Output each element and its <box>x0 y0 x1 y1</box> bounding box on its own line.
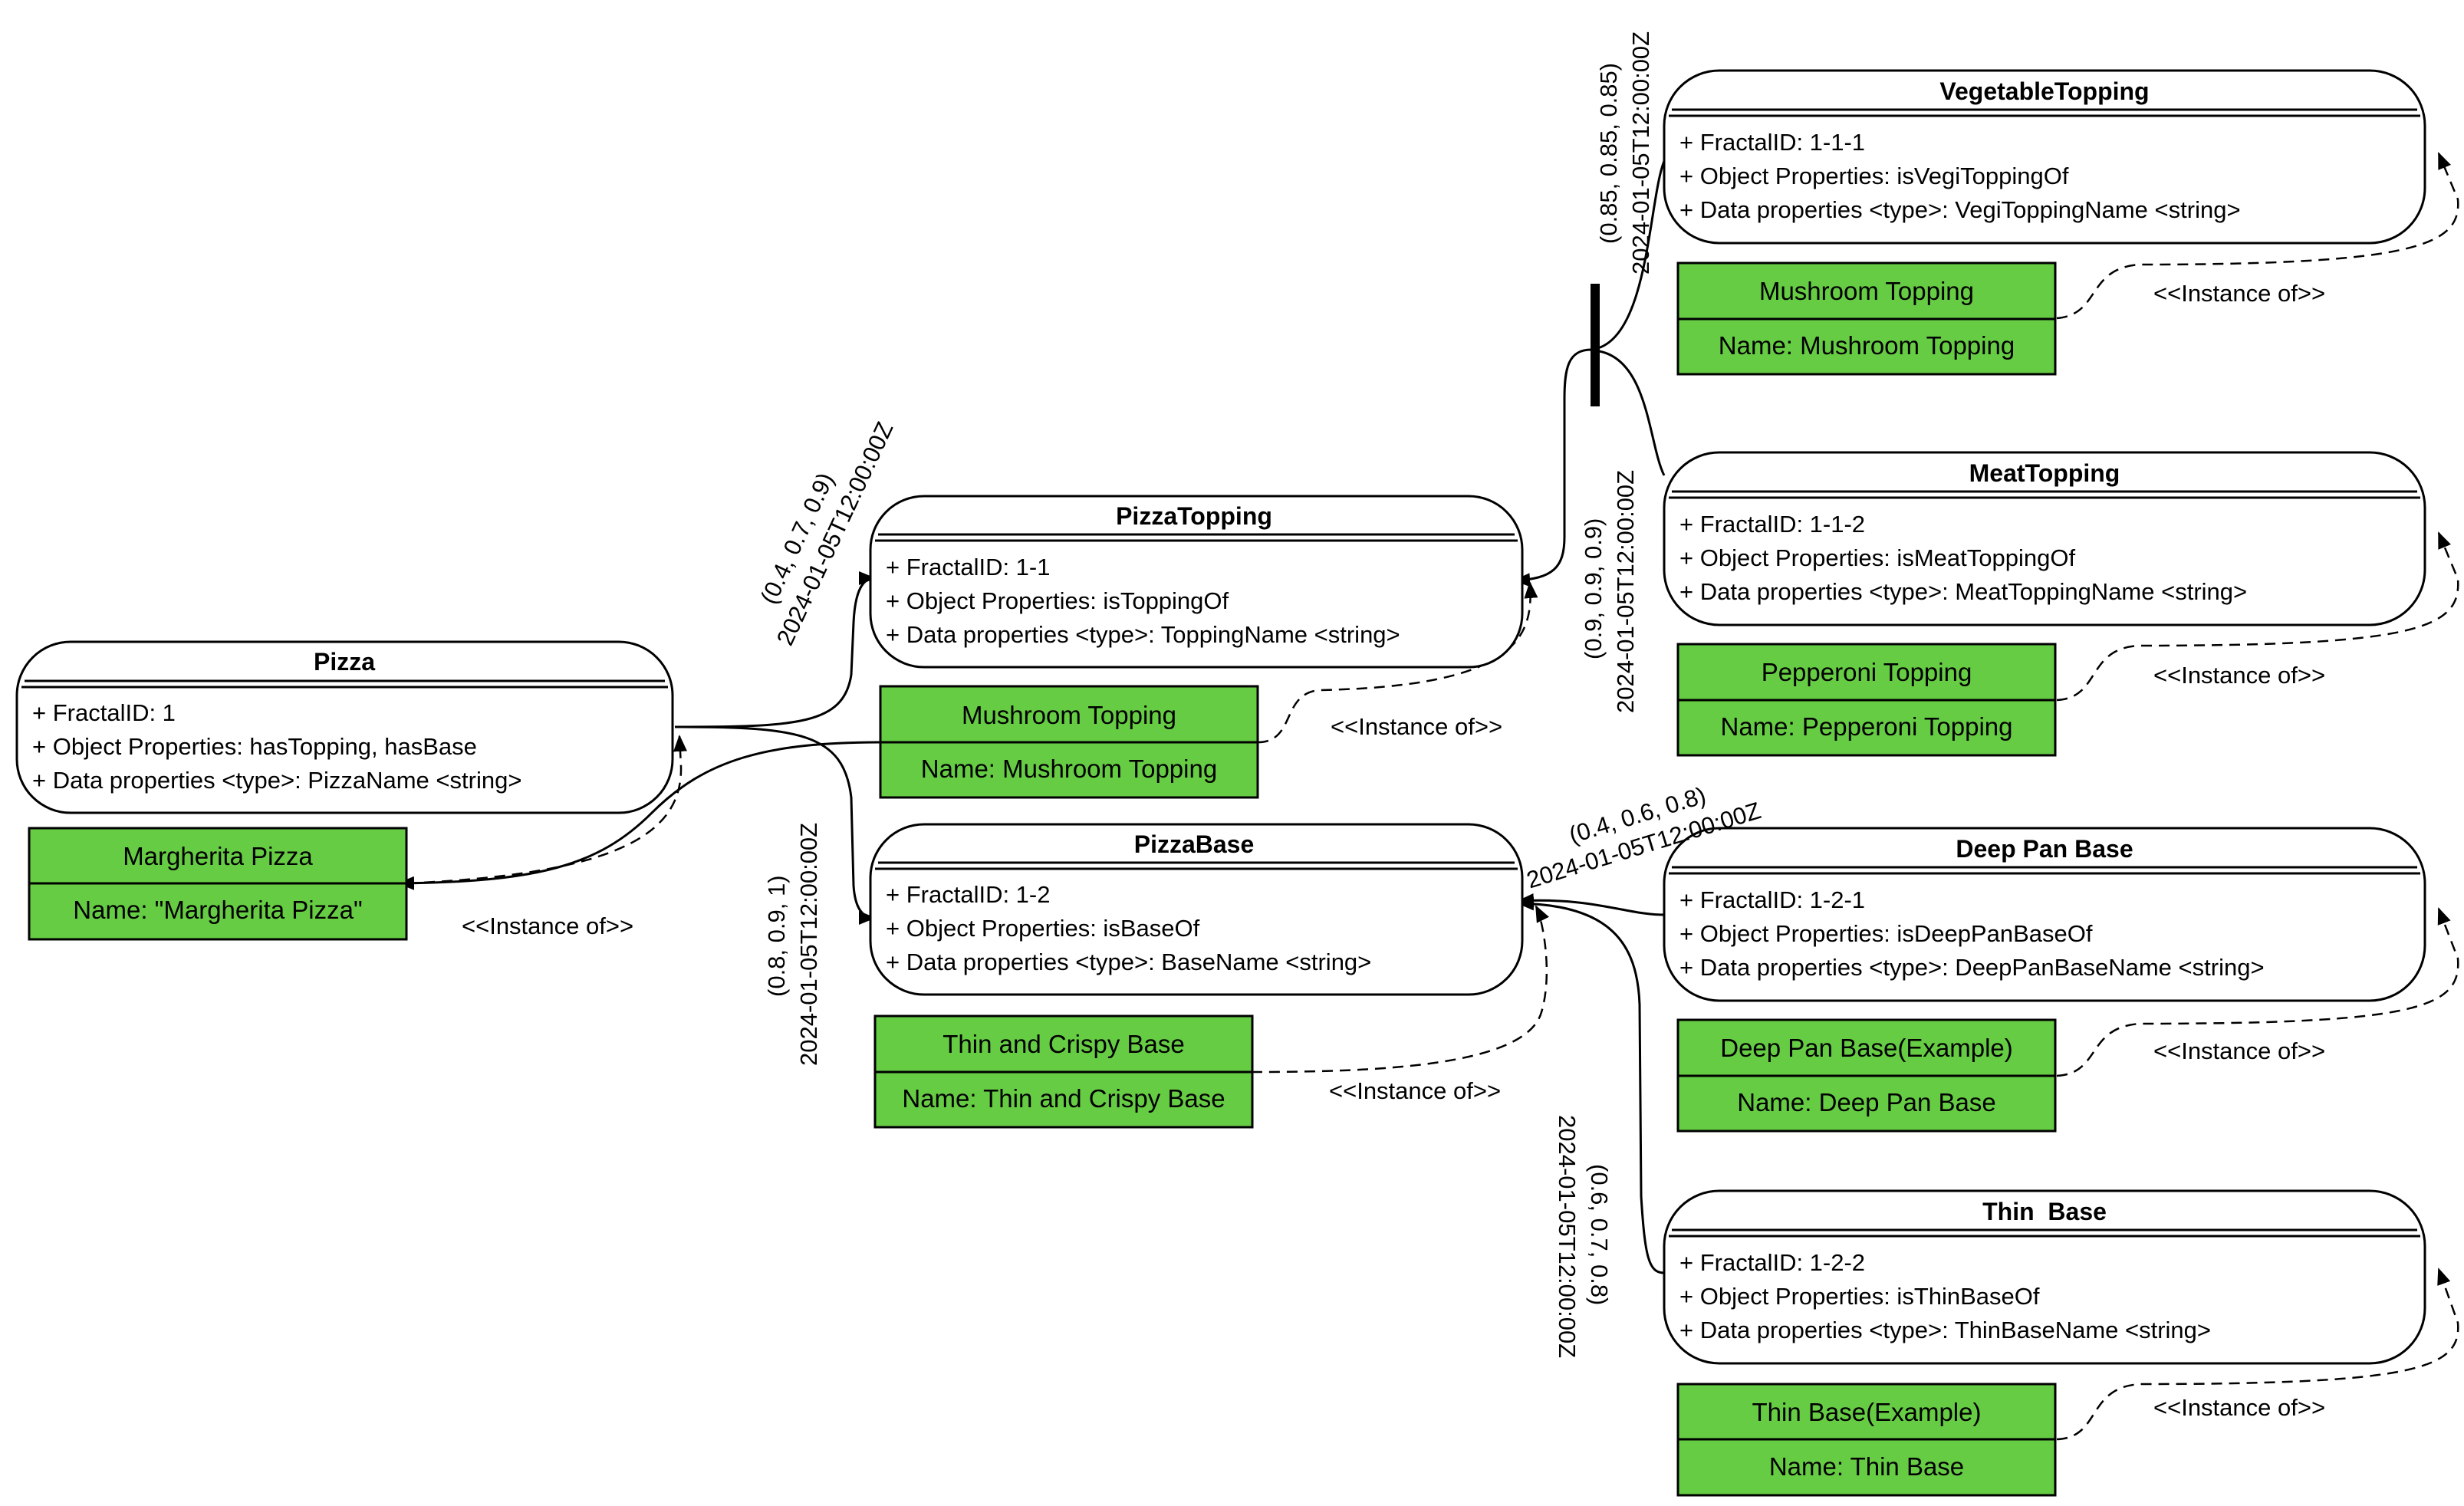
class-attr: + FractalID: 1-2 <box>886 881 1051 908</box>
connector-deeppan-to-pizzabase <box>1517 893 1665 916</box>
class-title: Pizza <box>314 648 375 676</box>
instance-value: Name: Mushroom Topping <box>1719 331 2015 360</box>
class-title: Thin Base <box>1982 1198 2107 1225</box>
connector-pizza-to-pizzatopping <box>674 571 876 728</box>
class-attr: + FractalID: 1-2-2 <box>1679 1249 1865 1276</box>
connector-meattopping-junction <box>1598 350 1666 476</box>
instance-link-margherita <box>406 735 687 885</box>
instance-value: Name: Pepperoni Topping <box>1721 712 2013 741</box>
class-title: VegetableTopping <box>1939 77 2149 105</box>
instance-link-mushroom-2 <box>2056 152 2459 320</box>
class-pizza: Pizza + FractalID: 1 + Object Properties… <box>15 640 674 814</box>
instance-of-label: <<Instance of>> <box>1331 713 1502 740</box>
instance-name: Pepperoni Topping <box>1762 658 1972 686</box>
instance-margherita: Margherita Pizza Name: "Margherita Pizza… <box>28 827 408 941</box>
instance-value: Name: Thin and Crispy Base <box>902 1084 1225 1113</box>
instance-of-label: <<Instance of>> <box>462 912 633 939</box>
class-deeppanbase: Deep Pan Base + FractalID: 1-2-1 + Objec… <box>1663 827 2426 1002</box>
instance-link-pepperoni <box>2056 531 2459 702</box>
class-attr: + Object Properties: isThinBaseOf <box>1679 1283 2040 1310</box>
generalization-junction-bar <box>1591 284 1600 406</box>
class-attr: + Data properties <type>: BaseName <stri… <box>886 949 1371 975</box>
instance-link-deep-pan <box>2056 907 2459 1077</box>
instance-of-connectors <box>406 152 2459 1441</box>
class-attr: + Object Properties: isDeepPanBaseOf <box>1679 920 2093 947</box>
instance-pepperoni-topping: Pepperoni Topping Name: Pepperoni Toppin… <box>1676 643 2057 757</box>
connection-label-pizza-base: (0.8, 0.9, 1) 2024-01-05T12:00:00Z <box>763 823 822 1066</box>
instance-thin-base-example: Thin Base(Example) Name: Thin Base <box>1676 1383 2057 1497</box>
instance-name: Margherita Pizza <box>123 842 313 870</box>
class-attr: + Object Properties: isMeatToppingOf <box>1679 544 2075 571</box>
class-attr: + Data properties <type>: ThinBaseName <… <box>1679 1317 2211 1343</box>
class-meattopping: MeatTopping + FractalID: 1-1-2 + Object … <box>1663 451 2426 626</box>
class-thinbase: Thin Base + FractalID: 1-2-2 + Object Pr… <box>1663 1189 2426 1365</box>
connector-junction-to-pizzatopping <box>1513 348 1592 587</box>
instance-value: Name: "Margherita Pizza" <box>73 896 362 924</box>
instance-of-label: <<Instance of>> <box>2153 1394 2325 1421</box>
class-attr: + Data properties <type>: DeepPanBaseNam… <box>1679 954 2265 981</box>
instance-deep-pan-example: Deep Pan Base(Example) Name: Deep Pan Ba… <box>1676 1018 2057 1133</box>
instance-link-thin-crispy <box>1251 905 1549 1074</box>
instance-of-label: <<Instance of>> <box>2153 662 2325 689</box>
instance-link-thin-example <box>2056 1268 2459 1441</box>
connectors <box>397 160 1666 1274</box>
instance-mushroom-topping-1: Mushroom Topping Name: Mushroom Topping <box>879 685 1259 799</box>
connection-timestamp: 2024-01-05T12:00:00Z <box>1627 31 1654 275</box>
connection-tuple: (0.85, 0.85, 0.85) <box>1595 63 1622 244</box>
class-title: PizzaTopping <box>1116 502 1272 530</box>
connector-mushroom-to-margherita <box>397 741 883 890</box>
class-attr: + Object Properties: isBaseOf <box>886 915 1200 942</box>
instance-value: Name: Mushroom Topping <box>921 755 1217 783</box>
connection-label-thin-base: (0.6, 0.7, 0.8) 2024-01-05T12:00:00Z <box>1554 1115 1613 1358</box>
connection-tuple: (0.6, 0.7, 0.8) <box>1586 1164 1613 1305</box>
class-title: MeatTopping <box>1969 459 2120 487</box>
class-vegetabletopping: VegetableTopping + FractalID: 1-1-1 + Ob… <box>1663 69 2426 245</box>
connection-timestamp: 2024-01-05T12:00:00Z <box>1612 470 1639 713</box>
connection-label-veg-topping: (0.85, 0.85, 0.85) 2024-01-05T12:00:00Z <box>1595 31 1654 275</box>
class-attr: + Object Properties: hasTopping, hasBase <box>32 733 477 760</box>
class-attr: + Data properties <type>: MeatToppingNam… <box>1679 578 2247 605</box>
class-attr: + FractalID: 1-1-2 <box>1679 511 1865 538</box>
instance-name: Thin and Crispy Base <box>943 1030 1184 1058</box>
instance-of-label: <<Instance of>> <box>2153 1037 2325 1064</box>
class-title: Deep Pan Base <box>1956 835 2133 863</box>
connection-timestamp: 2024-01-05T12:00:00Z <box>795 823 822 1066</box>
connection-timestamp: 2024-01-05T12:00:00Z <box>1554 1115 1581 1358</box>
instance-of-label: <<Instance of>> <box>1329 1077 1501 1104</box>
connection-tuple: (0.9, 0.9, 0.9) <box>1580 518 1607 659</box>
instance-value: Name: Thin Base <box>1769 1452 1964 1481</box>
connection-label-meat-topping: (0.9, 0.9, 0.9) 2024-01-05T12:00:00Z <box>1580 470 1639 713</box>
class-attr: + Object Properties: isToppingOf <box>886 587 1229 614</box>
connector-vegtopping-junction <box>1594 160 1666 350</box>
class-attr: + Data properties <type>: ToppingName <s… <box>886 621 1400 648</box>
connector-pizza-to-pizzabase <box>674 725 876 925</box>
class-pizzatopping: PizzaTopping + FractalID: 1-1 + Object P… <box>869 495 1524 669</box>
instance-name: Deep Pan Base(Example) <box>1720 1034 2013 1062</box>
instance-name: Mushroom Topping <box>962 701 1176 729</box>
instance-value: Name: Deep Pan Base <box>1737 1088 1996 1116</box>
class-pizzabase: PizzaBase + FractalID: 1-2 + Object Prop… <box>869 823 1524 996</box>
class-attr: + Object Properties: isVegiToppingOf <box>1679 163 2069 189</box>
class-attr: + FractalID: 1-2-1 <box>1679 886 1865 913</box>
class-attr: + FractalID: 1-1 <box>886 554 1051 580</box>
instance-of-label: <<Instance of>> <box>2153 280 2325 307</box>
instance-thin-crispy-base: Thin and Crispy Base Name: Thin and Cris… <box>873 1014 1254 1129</box>
class-attr: + FractalID: 1-1-1 <box>1679 129 1865 156</box>
class-attr: + Data properties <type>: VegiToppingNam… <box>1679 196 2241 223</box>
connection-tuple: (0.8, 0.9, 1) <box>763 875 790 997</box>
instance-name: Thin Base(Example) <box>1752 1398 1982 1426</box>
instance-mushroom-topping-2: Mushroom Topping Name: Mushroom Topping <box>1676 261 2057 376</box>
class-attr: + Data properties <type>: PizzaName <str… <box>32 767 521 794</box>
connector-thinbase-to-pizzabase <box>1517 896 1665 1274</box>
instance-name: Mushroom Topping <box>1759 277 1974 305</box>
class-title: PizzaBase <box>1134 830 1255 858</box>
class-attr: + FractalID: 1 <box>32 699 176 726</box>
